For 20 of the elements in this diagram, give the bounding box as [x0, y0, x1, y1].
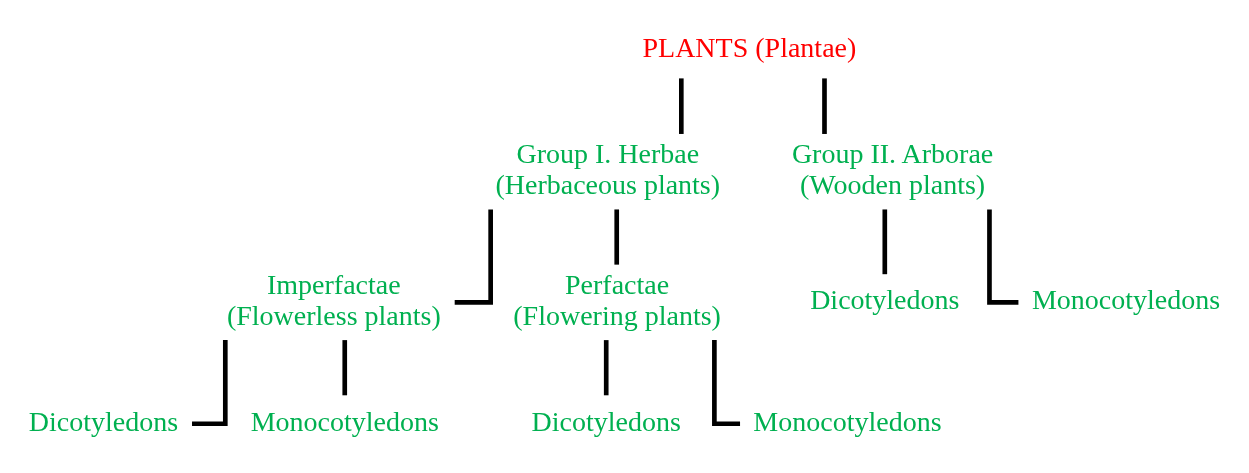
node-text: Group II. Arborae (Wooden plants): [791, 137, 994, 200]
connector: [342, 339, 348, 395]
connector: [822, 77, 827, 134]
node-text: Monocotyledons: [1031, 283, 1221, 315]
connector: [192, 339, 228, 426]
connector: [454, 208, 493, 305]
connector: [614, 208, 620, 265]
connector: [603, 339, 609, 395]
connector: [987, 208, 1019, 305]
node-text: Group I. Herbae (Herbaceous plants): [495, 137, 721, 200]
node-text: Monocotyledons: [753, 405, 942, 437]
node-text: Monocotyledons: [250, 405, 439, 437]
node-text: Perfactae (Flowering plants): [513, 268, 721, 331]
node-text: Dicotyledons: [810, 283, 960, 315]
connector: [678, 77, 684, 134]
connector: [882, 208, 888, 274]
node-text: Imperfactae (Flowerless plants): [226, 268, 441, 331]
node-text: Dicotyledons: [531, 405, 681, 437]
node-text: PLANTS (Plantae): [642, 31, 857, 63]
node-text: Dicotyledons: [28, 405, 179, 437]
